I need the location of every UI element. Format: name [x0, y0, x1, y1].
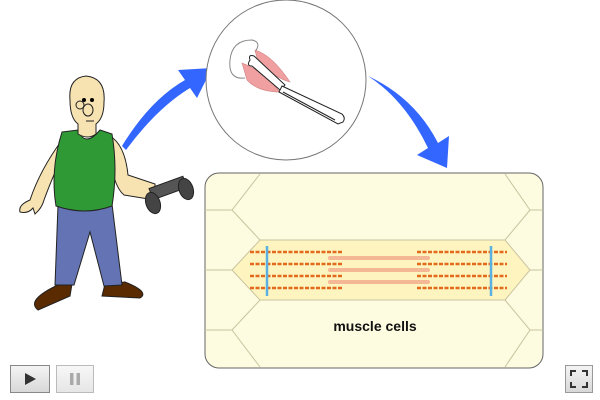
- pants: [54, 203, 123, 287]
- muscle-cells-label: muscle cells: [333, 318, 417, 334]
- arrow-arm-to-cells: [368, 76, 449, 168]
- myosin-filaments: [328, 256, 430, 284]
- fullscreen-button[interactable]: [565, 365, 593, 393]
- head: [69, 75, 105, 138]
- z-lines: [265, 246, 493, 296]
- arm-zoom-circle: [205, 0, 367, 161]
- forearm-bones: [278, 85, 345, 125]
- dumbbell: [144, 175, 195, 215]
- pause-icon: [70, 373, 80, 385]
- left-arm: [19, 138, 67, 215]
- play-icon: [25, 373, 36, 385]
- right-arm: [109, 135, 156, 201]
- muscle-cells-panel: [204, 172, 544, 369]
- fullscreen-icon: [570, 370, 588, 388]
- pause-button[interactable]: [56, 365, 94, 393]
- man-with-dumbbell: [19, 75, 195, 311]
- play-button[interactable]: [10, 365, 50, 393]
- arrow-person-to-arm: [122, 68, 212, 150]
- shirt: [53, 129, 116, 212]
